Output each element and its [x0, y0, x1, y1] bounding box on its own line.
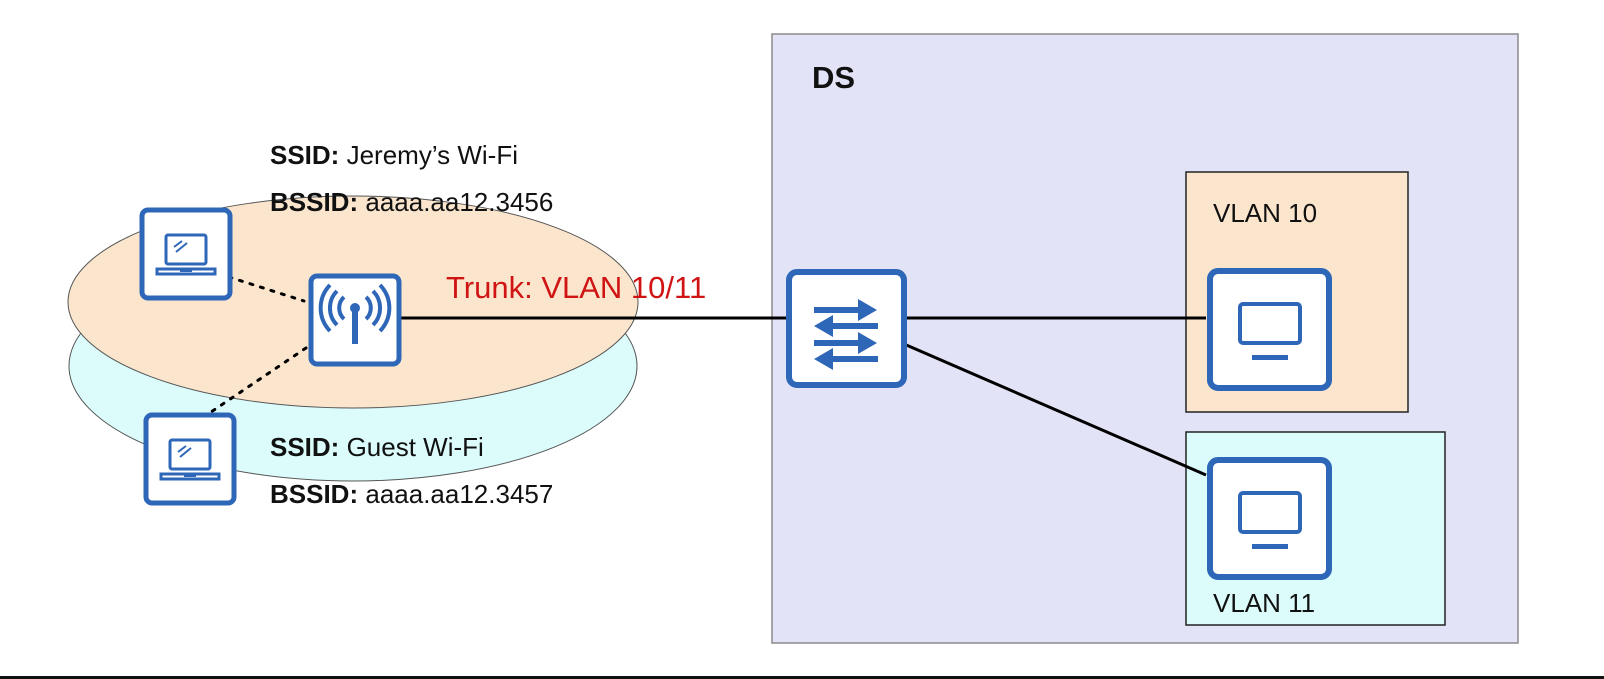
bssid-value: aaaa.aa12.3457 [365, 479, 554, 509]
laptop-icon [146, 415, 234, 503]
ssid-value: Guest Wi-Fi [346, 432, 484, 462]
vlan-11-label: VLAN 11 [1213, 588, 1316, 618]
wireless-link-primary [227, 275, 306, 303]
primary-ssid-line: SSID: Jeremy’s Wi-Fi [270, 142, 518, 168]
ssid-value: Jeremy’s Wi-Fi [346, 140, 518, 170]
ssid-label: SSID: [270, 432, 340, 462]
pc-monitor-icon [1210, 271, 1329, 388]
switch-icon [786, 269, 907, 388]
guest-ssid-line: SSID: Guest Wi-Fi [270, 434, 484, 460]
wireless-link-guest [209, 346, 308, 414]
primary-bssid-line: BSSID: aaaa.aa12.3456 [270, 189, 553, 215]
ssid-label: SSID: [270, 140, 340, 170]
vlan-10-label: VLAN 10 [1213, 198, 1318, 228]
bssid-value: aaaa.aa12.3456 [365, 187, 554, 217]
bssid-label: BSSID: [270, 479, 359, 509]
guest-bssid-line: BSSID: aaaa.aa12.3457 [270, 481, 553, 507]
trunk-label: Trunk: VLAN 10/11 [446, 270, 707, 305]
bssid-label: BSSID: [270, 187, 359, 217]
link-switch-vlan11 [903, 342, 1207, 477]
bottom-divider [0, 676, 1604, 679]
access-point-icon [308, 273, 402, 367]
pc-monitor-icon [1210, 460, 1329, 577]
laptop-icon [142, 210, 230, 298]
ds-title: DS [812, 60, 856, 95]
